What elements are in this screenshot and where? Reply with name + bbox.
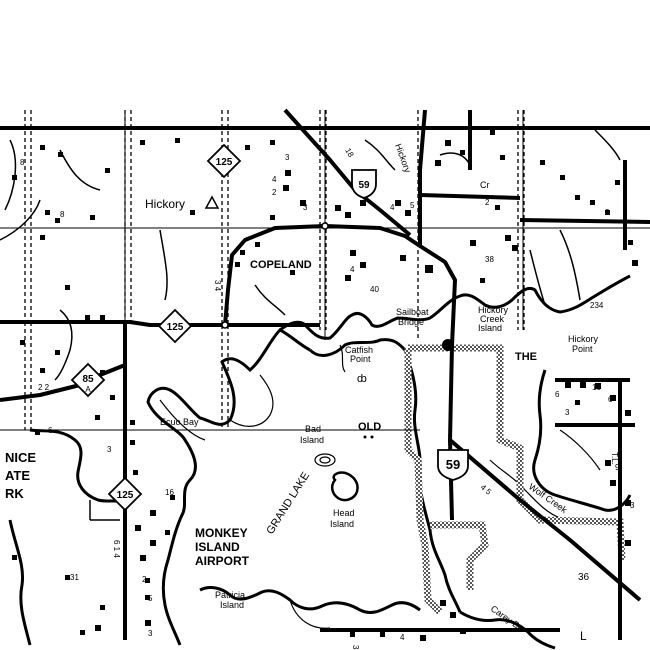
airport-label-line1: MONKEY xyxy=(195,526,248,540)
count-label: 4 xyxy=(400,633,405,642)
road-234-label: 234 xyxy=(590,301,604,310)
count-label: 6 xyxy=(608,395,613,404)
sh85-label: 85 xyxy=(82,374,94,385)
patricia-island-label-2: Island xyxy=(220,600,244,610)
sh125-shield-top: 125 xyxy=(206,143,242,179)
creek-label: Cr xyxy=(480,180,490,190)
road-22-label: 2 2 xyxy=(38,383,50,392)
count-label: 9 xyxy=(615,463,620,472)
building-markers xyxy=(12,130,638,641)
hickory-point-label-2: Point xyxy=(572,344,593,354)
patricia-island-label-1: Patricia xyxy=(215,590,245,600)
park-label-3: RK xyxy=(5,486,24,501)
hickory-road-label: Hickory xyxy=(393,142,413,174)
count-label: 3 xyxy=(285,153,290,162)
road-31-label: 31 xyxy=(70,573,79,582)
sh85-shield: 85 A xyxy=(70,362,106,398)
echo-bay-label: Ecuo Bay xyxy=(160,417,199,427)
sailboat-bridge-label-2: Bridge xyxy=(398,317,424,327)
park-label-2: ATE xyxy=(5,468,30,483)
sh125-shield-south: 125 xyxy=(107,476,143,512)
place-copeland: COPELAND xyxy=(250,259,312,271)
head-island-label-1: Head xyxy=(333,508,355,518)
road-614-label: 6 1 4 xyxy=(112,540,121,558)
grand-lake-label: GRAND LAKE xyxy=(264,470,312,537)
l-label: L xyxy=(580,629,587,643)
us59-shield-south: 59 xyxy=(437,449,469,481)
count-label: 5 xyxy=(410,201,415,210)
road-16-label: 16 xyxy=(165,488,174,497)
count-label: 3 xyxy=(605,208,610,217)
us59-label: 59 xyxy=(358,180,370,191)
the-old-label-2: OLD xyxy=(358,421,381,433)
road-40-label: 40 xyxy=(370,285,379,294)
anchor-icon: ȸ xyxy=(357,373,367,385)
count-label: 4 xyxy=(390,203,395,212)
hickory-creek-island-label-1: Hickory xyxy=(478,305,509,315)
count-label: 3 xyxy=(565,408,570,417)
sh125-label: 125 xyxy=(216,157,233,168)
road-36-label: 36 xyxy=(578,572,590,583)
road-45-label: 4 5 xyxy=(479,483,494,497)
hatched-boundary xyxy=(404,344,626,615)
count-label: 2 xyxy=(272,188,277,197)
count-label: 3 xyxy=(148,629,153,638)
count-label: 2 xyxy=(485,198,490,207)
major-roads xyxy=(0,108,650,640)
airport-label-line2: ISLAND xyxy=(195,540,240,554)
road-6-label: 6 xyxy=(555,390,560,399)
head-island xyxy=(330,471,359,502)
hickory-creek-island-label-3: Island xyxy=(478,323,502,333)
count-label: 6 xyxy=(48,426,53,435)
hickory-point-label-1: Hickory xyxy=(568,334,599,344)
count-label: 5 xyxy=(148,594,153,603)
sh125-label: 125 xyxy=(167,322,184,333)
road-38-bottom-label: 38 xyxy=(351,645,360,650)
place-hickory: Hickory xyxy=(145,197,185,211)
the-old-label-1: THE xyxy=(515,351,537,363)
count-label: 8 xyxy=(20,158,25,167)
house-counts: 3 4 2 8 3 5 4 3 3 6 3 2 5 3 4 9 4 8 6 2 … xyxy=(20,153,635,642)
water-contours xyxy=(159,344,601,629)
airport-label-line3: AIRPORT xyxy=(195,554,250,568)
count-label: 3 xyxy=(107,445,112,454)
sh125-shield-mid: 125 xyxy=(157,308,193,344)
count-label: 4 xyxy=(350,265,355,274)
benchmark-triangle-icon xyxy=(204,195,220,209)
lake-shoreline xyxy=(8,274,632,650)
dashed-roads xyxy=(24,110,525,430)
road-10-label: 10 xyxy=(592,383,601,392)
catfish-point-label-2: Point xyxy=(350,354,371,364)
sh125-label: 125 xyxy=(117,490,134,501)
sh85-alt-label: A xyxy=(85,385,91,394)
road-38-top-label: 38 xyxy=(485,255,494,264)
us59-label: 59 xyxy=(446,457,460,472)
bad-island-label-1: Bad xyxy=(305,424,321,434)
tl-label: T.L. xyxy=(610,452,619,465)
count-label: 8 xyxy=(60,210,65,219)
head-island-label-2: Island xyxy=(330,519,354,529)
sailboat-bridge-label-1: Sailboat xyxy=(396,307,429,317)
park-label-1: NICE xyxy=(5,450,36,465)
count-label: 3 xyxy=(630,501,635,510)
bad-island-label-2: Island xyxy=(300,435,324,445)
road-18-label: 18 xyxy=(343,147,356,160)
count-label: 4 xyxy=(272,175,277,184)
catfish-point-label-1: Catfish xyxy=(345,345,373,355)
point-markers xyxy=(123,222,454,439)
hickory-creek-island-label-2: Creek xyxy=(480,314,505,324)
us59-shield-north: 59 xyxy=(351,169,377,199)
count-label: 3 xyxy=(303,203,308,212)
road-34-label: 3 4 xyxy=(213,280,222,292)
count-label: 2 xyxy=(142,575,147,584)
